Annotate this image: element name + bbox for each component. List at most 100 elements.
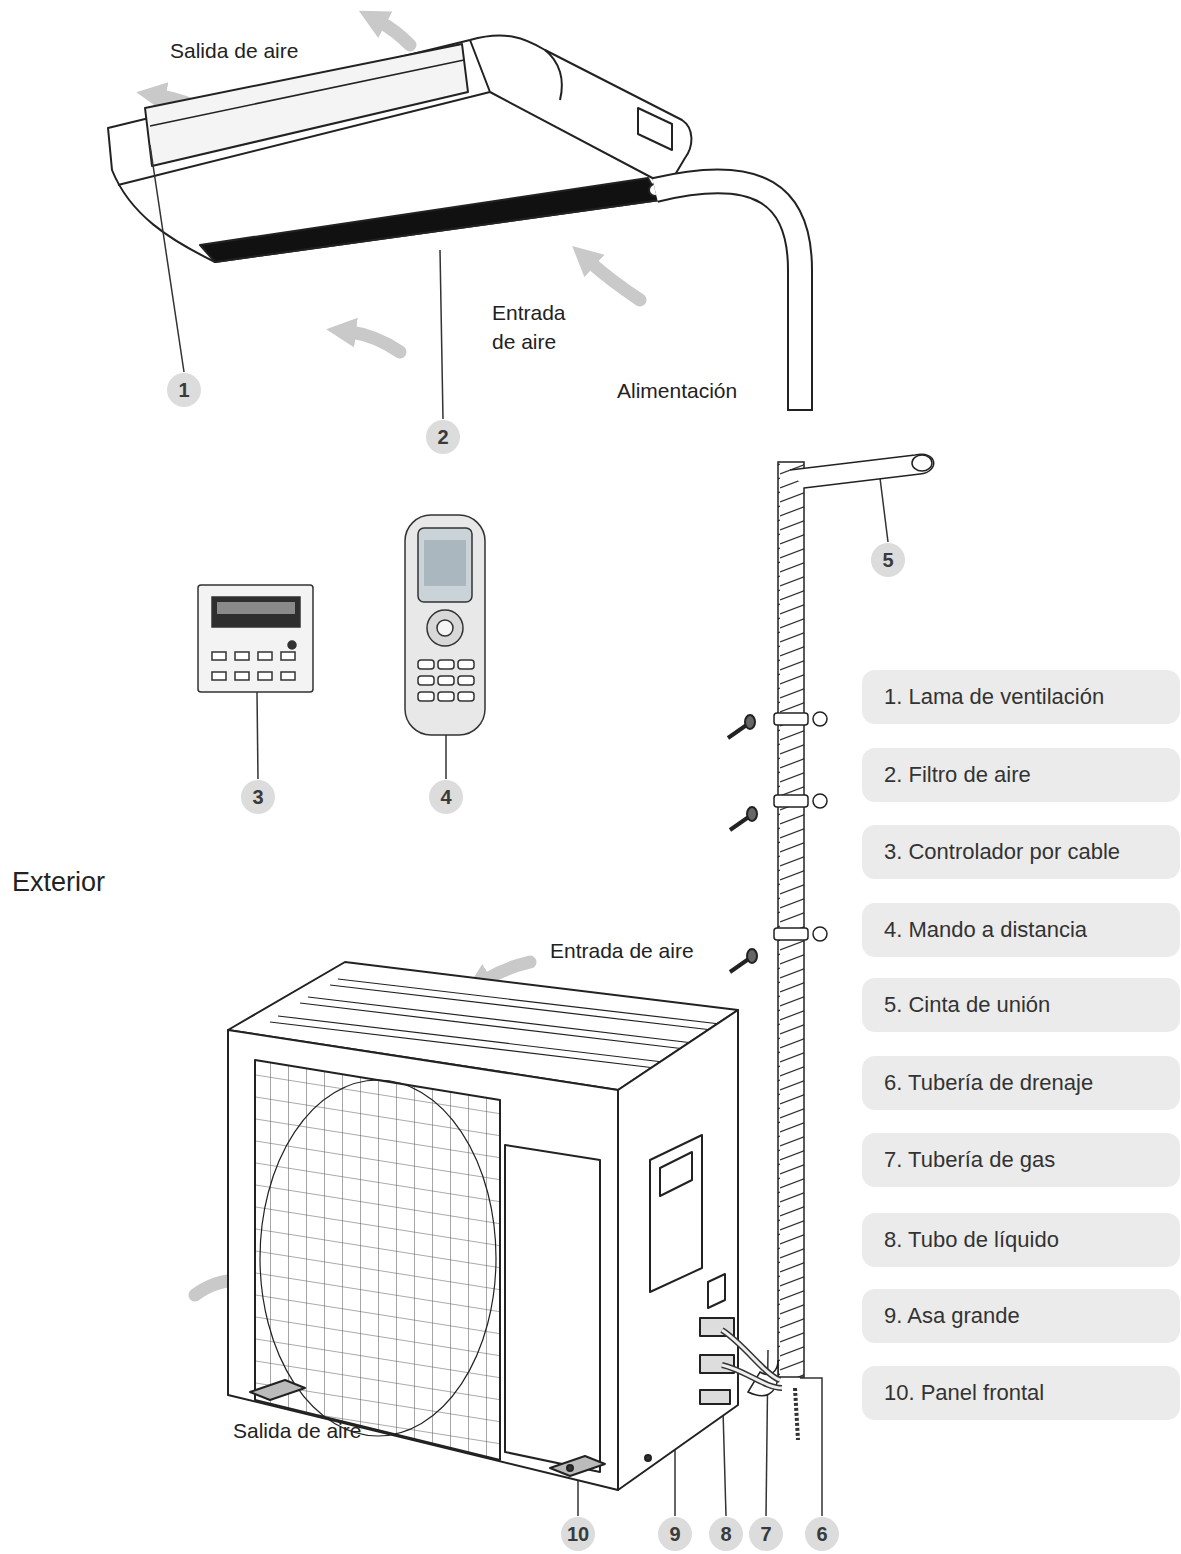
screw [745,715,755,729]
refrigerant-pipe [722,1330,780,1380]
power-cable [655,181,800,410]
air-flow-arrow [590,262,640,300]
outdoor-unit [228,1030,618,1490]
callout-circle [871,543,905,577]
outdoor-unit [228,962,738,1490]
refrigerant-pipe [722,1330,780,1380]
remote-control [458,692,474,701]
wired-controller [281,672,295,680]
air-flow-arrow [350,332,400,352]
callout-number: 2 [437,426,448,449]
pipe-clip [774,928,808,940]
callout-circle [429,780,463,814]
outdoor-unit [255,1060,500,1460]
power-label: Alimentación [617,376,787,405]
part-name: 2. Filtro de aire [884,762,1031,788]
part-name: 8. Tubo de líquido [884,1227,1059,1253]
indoor-unit [145,44,468,166]
part-name: 5. Cinta de unión [884,992,1050,1018]
refrigerant-pipe [722,1330,798,1440]
outdoor-unit [505,1145,600,1472]
part-legend-box: 5. Cinta de unión [862,978,1180,1032]
callout-number: 7 [748,1516,784,1552]
callout-number: 8 [708,1516,744,1552]
indoor-unit [638,108,672,150]
part-legend-box: 9. Asa grande [862,1289,1180,1343]
section-label: Exterior [12,864,172,902]
screw [747,807,757,821]
wired-controller [198,585,313,692]
pipe-clip [774,795,808,807]
callout-number: 1 [178,379,189,402]
wired-controller [235,672,249,680]
refrigerant-pipe [722,1365,782,1388]
leader-line [800,1378,822,1516]
screw [728,715,757,972]
callout-number: 5 [882,549,893,572]
callout-number: 2 [425,419,461,455]
part-legend-box: 2. Filtro de aire [862,748,1180,802]
callout-number: 9 [669,1523,680,1546]
pipe-clip [813,927,827,941]
callout-circle [561,1517,595,1551]
part-legend-box: 10. Panel frontal [862,1366,1180,1420]
remote-control [405,515,485,735]
part-name: 3. Controlador por cable [884,839,1120,865]
screw [747,949,757,963]
leader-line [440,250,443,419]
air-flow-arrow [380,22,410,45]
wired-controller [235,652,249,660]
refrigerant-pipe [795,1388,798,1440]
air-flow-arrow [485,962,530,980]
callout-number: 10 [567,1523,589,1546]
part-legend-box: 4. Mando a distancia [862,903,1180,957]
callout-number: 1 [166,372,202,408]
callout-circle [241,780,275,814]
leader-line [445,735,447,779]
outdoor-unit [700,1390,730,1404]
remote-control [424,540,466,586]
air-outlet-label: Salida de aire [233,1416,433,1445]
air-outlet-label: Salida de aire [170,36,370,65]
indoor-unit [200,178,660,262]
part-name: 7. Tubería de gas [884,1147,1055,1173]
part-legend-box: 3. Controlador por cable [862,825,1180,879]
outdoor-unit [660,1152,692,1196]
wired-controller [258,652,272,660]
wired-controller [288,641,296,649]
callout-number: 9 [657,1516,693,1552]
indoor-unit [108,35,691,262]
wired-controller [212,672,226,680]
outdoor-unit [650,1135,702,1292]
pipe-clip [774,712,827,941]
part-legend-box: 6. Tubería de drenaje [862,1056,1180,1110]
callout-number: 8 [720,1523,731,1546]
callout-number: 3 [252,786,263,809]
remote-control [458,660,474,669]
remote-control [418,660,434,669]
callout-number: 7 [760,1523,771,1546]
outdoor-unit [250,1380,305,1400]
callout-number: 4 [428,779,464,815]
remote-control [418,692,434,701]
part-name: 9. Asa grande [884,1303,1020,1329]
callout-circle [658,1517,692,1551]
part-name: 4. Mando a distancia [884,917,1087,943]
callout-circle [805,1517,839,1551]
remote-control [418,676,434,685]
callout-circle [709,1517,743,1551]
leader-line [150,145,184,372]
callout-number: 6 [804,1516,840,1552]
pipe-clip [813,794,827,808]
remote-control [437,620,453,636]
remote-control [438,676,454,685]
part-legend-box: 7. Tubería de gas [862,1133,1180,1187]
indoor-unit [470,40,660,182]
part-name: 1. Lama de ventilación [884,684,1104,710]
callout-circle [426,420,460,454]
outdoor-unit [618,1010,738,1490]
callout-number: 6 [816,1523,827,1546]
wired-controller [258,672,272,680]
air-inlet-label: Entrada de aire [492,298,592,357]
outdoor-unit [260,1080,496,1436]
